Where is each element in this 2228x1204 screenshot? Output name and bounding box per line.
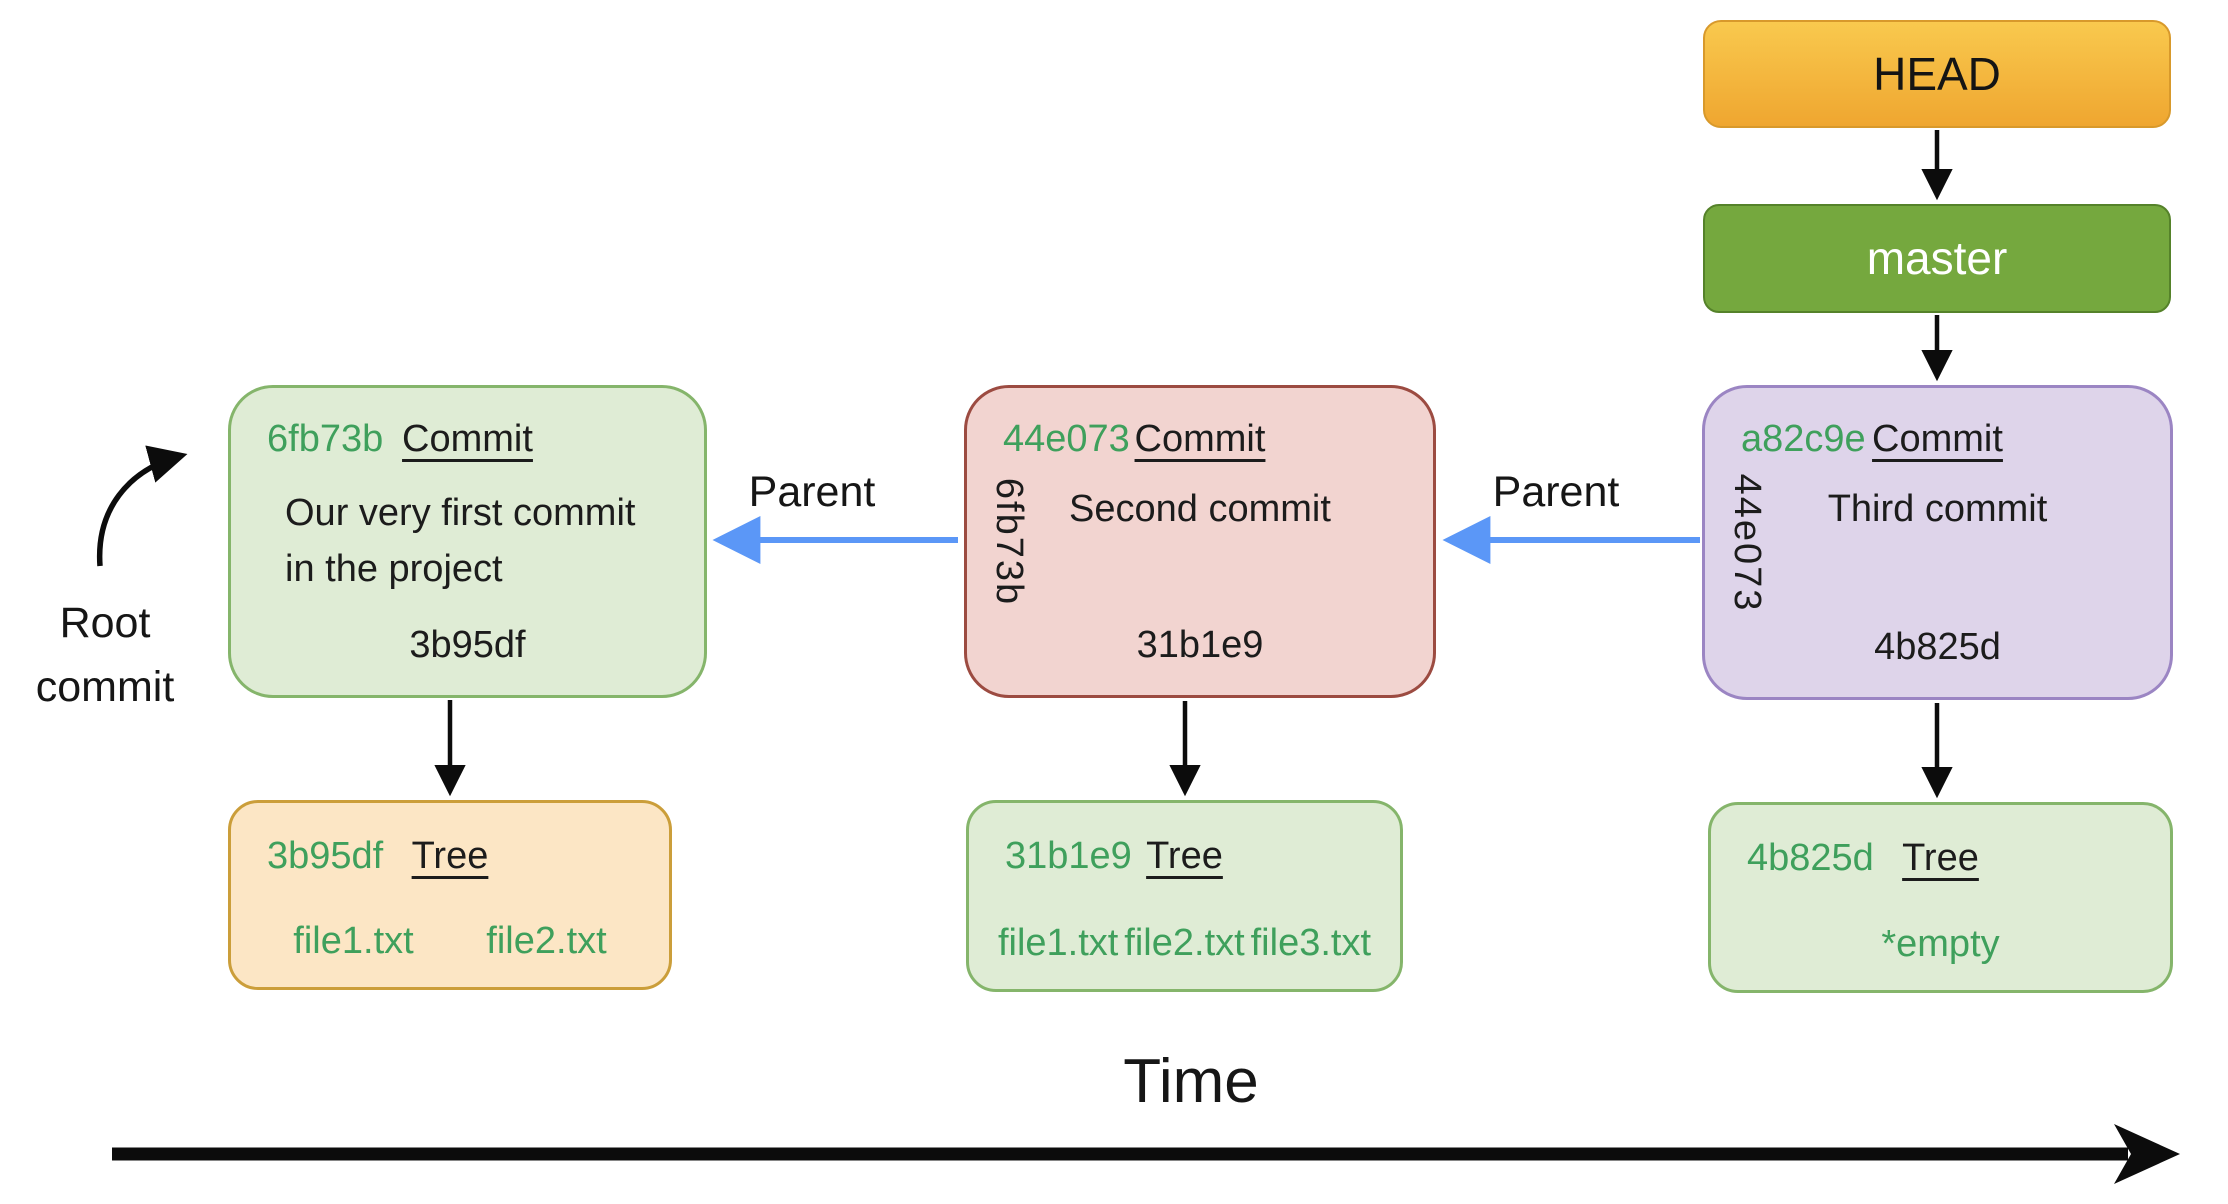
tree-file: file2.txt: [1124, 922, 1245, 964]
commit-message: Third commit: [1827, 488, 2048, 530]
commit-type-label: Commit: [1872, 418, 2003, 460]
parent-label-left: Parent: [748, 468, 876, 516]
commit-type-label: Commit: [1134, 418, 1266, 460]
head-ref-label: HEAD: [1873, 48, 2001, 100]
root-commit-arrow: [96, 445, 188, 567]
commit-type-label: Commit: [402, 418, 533, 460]
tree-file: file2.txt: [486, 920, 607, 962]
tree-hash: 3b95df: [267, 835, 384, 877]
master-branch-label: master: [1866, 232, 2008, 284]
tree-type-label: Tree: [1146, 835, 1223, 877]
commit-box-3: a82c9e Commit 44e073 Third commit 4b825d: [1702, 385, 2173, 700]
tree-box-2: 31b1e9 Tree file1.txt file2.txt file3.tx…: [966, 800, 1403, 992]
tree-file: file3.txt: [1250, 922, 1372, 964]
parent-label-right: Parent: [1492, 468, 1620, 516]
commit-hash: 44e073: [1003, 418, 1130, 460]
commit-hash: 6fb73b: [267, 418, 384, 460]
root-commit-label: Root commit: [35, 599, 175, 711]
head-ref-box: HEAD: [1703, 20, 2171, 128]
tree-files: file1.txt file2.txt file3.txt: [995, 922, 1374, 965]
tree-files: *empty: [1737, 923, 2144, 966]
commit-box-2: 44e073 Commit 6fb73b Second commit 31b1e…: [964, 385, 1436, 698]
commit-tree-hash: 31b1e9: [1136, 624, 1264, 666]
tree-files: file1.txt file2.txt: [257, 920, 643, 963]
commit-tree-hash: 4b825d: [1874, 626, 2001, 668]
commit-box-1: 6fb73b Commit Our very first commit in t…: [228, 385, 707, 698]
tree-box-3: 4b825d Tree *empty: [1708, 802, 2173, 993]
master-branch-box: master: [1703, 204, 2171, 313]
tree-file: *empty: [1881, 923, 2000, 965]
tree-hash: 4b825d: [1747, 837, 1874, 879]
time-axis-arrow: [112, 1124, 2180, 1184]
tree-type-label: Tree: [1902, 837, 1979, 879]
tree-box-1: 3b95df Tree file1.txt file2.txt: [228, 800, 672, 990]
commit-message: Our very first commit in the project: [285, 492, 636, 590]
commit-parent-hash: 6fb73b: [988, 477, 1030, 606]
tree-file: file1.txt: [997, 922, 1119, 964]
commit-parent-hash: 44e073: [1726, 473, 1768, 612]
tree-type-label: Tree: [411, 835, 489, 877]
commit-tree-hash: 3b95df: [409, 624, 526, 666]
tree-file: file1.txt: [293, 920, 414, 962]
commit-message: Second commit: [1069, 488, 1331, 530]
commit-hash: a82c9e: [1741, 418, 1866, 460]
tree-hash: 31b1e9: [1005, 835, 1132, 877]
time-axis-label: Time: [1123, 1047, 1259, 1116]
